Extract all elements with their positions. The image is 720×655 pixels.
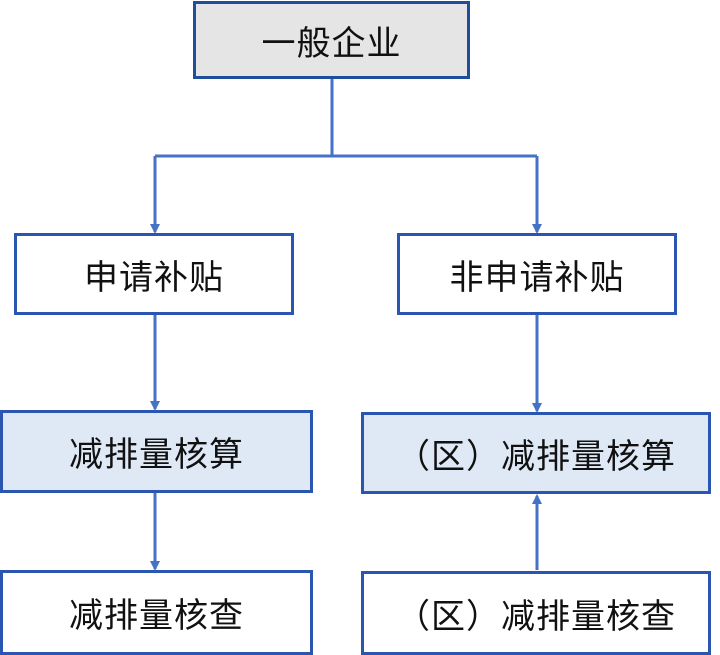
node-district-emission-accounting-label: （区）减排量核算 <box>396 436 676 477</box>
node-non-apply-subsidy-label: 非申请补贴 <box>449 257 625 298</box>
node-emission-verification-label: 减排量核查 <box>69 596 244 636</box>
node-apply-subsidy: 申请补贴 <box>14 233 294 315</box>
node-apply-subsidy-label: 申请补贴 <box>84 257 224 298</box>
root-node-label: 一般企业 <box>261 23 402 64</box>
node-district-emission-accounting: （区）减排量核算 <box>361 412 711 494</box>
node-emission-verification: 减排量核查 <box>0 570 313 655</box>
node-district-emission-verification-label: （区）减排量核查 <box>396 596 676 637</box>
root-node: 一般企业 <box>193 1 470 79</box>
node-emission-accounting-label: 减排量核算 <box>69 435 244 475</box>
node-emission-accounting: 减排量核算 <box>0 410 313 493</box>
node-non-apply-subsidy: 非申请补贴 <box>397 233 677 315</box>
node-district-emission-verification: （区）减排量核查 <box>361 571 711 655</box>
